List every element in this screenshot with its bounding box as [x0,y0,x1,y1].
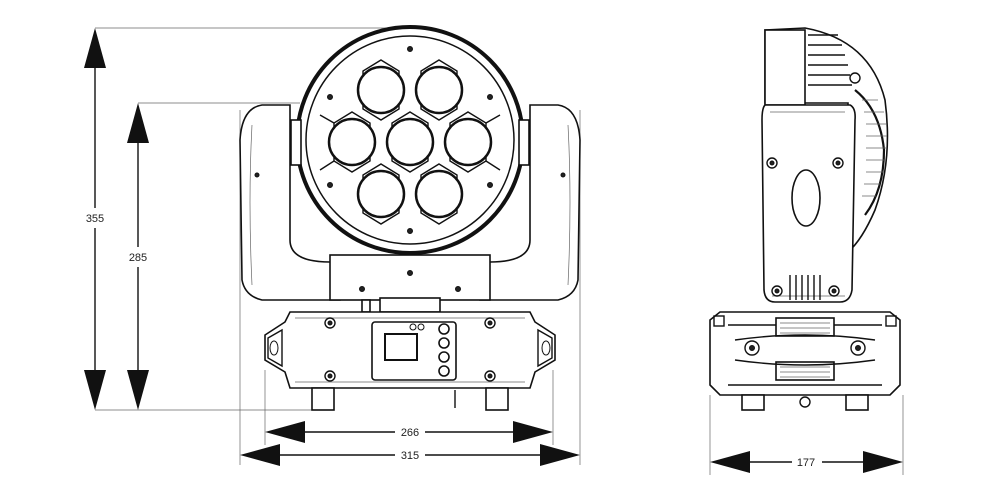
dim-label-266: 266 [401,427,419,439]
lens-array [319,59,501,225]
control-panel [371,321,457,381]
lens-cell [385,111,435,173]
lens-cell [443,111,493,173]
lens-cell [356,59,406,121]
side-handle-oval [791,169,821,227]
enter-button [438,365,450,377]
dimension-overall-width: 315 [240,444,580,466]
foot-left [311,387,335,411]
dim-label-177: 177 [797,457,815,469]
dim-label-355: 355 [86,213,104,225]
up-button [438,337,450,349]
yoke-right-arm [479,104,581,301]
dim-label-285: 285 [129,252,147,264]
dimension-side-depth: 177 [710,451,903,473]
dim-label-315: 315 [401,450,419,462]
lens-cell [414,163,464,225]
down-button [438,351,450,363]
dimension-overall-height: 355 [80,28,110,410]
foot-right [485,387,509,411]
side-base [709,311,901,396]
front-view [239,25,581,411]
lcd-display [384,333,418,361]
side-view [709,27,901,411]
lens-cell [414,59,464,121]
dimension-base-width: 266 [265,421,553,443]
dimension-yoke-height: 285 [123,103,153,410]
yoke-left-arm [239,104,341,301]
lens-cell [356,163,406,225]
menu-button [438,323,450,335]
